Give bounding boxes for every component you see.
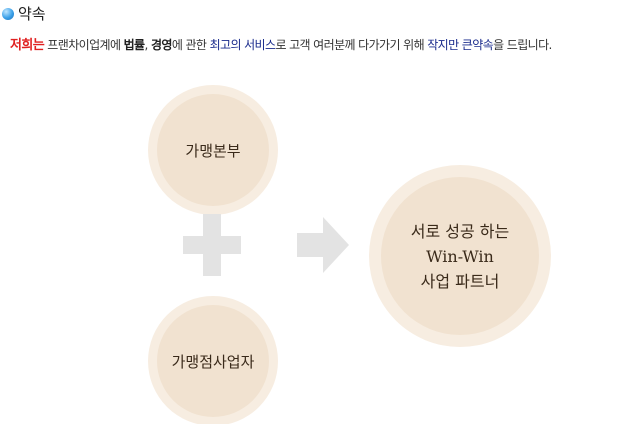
promise-highlight-promise: 작지만 큰약속: [427, 38, 494, 52]
arrow-right-icon: [297, 217, 349, 273]
promise-text-4: 로 고객 여러분께 다가가기 위해: [275, 38, 428, 52]
promise-text-3: 에 관한: [171, 38, 210, 52]
promise-text-2: ,: [144, 38, 151, 52]
franchise-hq-circle: 가맹본부: [148, 85, 278, 215]
promise-statement: 저희는 프랜차이업계에 법률, 경영에 관한 최고의 서비스로 고객 여러분께 …: [10, 34, 552, 53]
promise-keyword-law: 법률: [123, 38, 145, 52]
franchisee-inner: 가맹점사업자: [157, 305, 269, 417]
partner-line-1: 서로 성공 하는: [410, 221, 510, 241]
section-title: 약속: [18, 5, 46, 23]
franchisee-circle: 가맹점사업자: [148, 296, 278, 424]
franchisee-label: 가맹점사업자: [171, 352, 255, 371]
promise-text-1: 프랜차이업계에: [44, 38, 124, 52]
promise-keyword-management: 경영: [150, 38, 172, 52]
franchise-hq-inner: 가맹본부: [157, 94, 269, 206]
franchise-hq-label: 가맹본부: [185, 141, 241, 160]
partner-line-2: Win-Win: [426, 246, 494, 266]
promise-text-5: 을 드립니다.: [493, 38, 552, 52]
plus-icon: [183, 214, 241, 276]
win-win-partner-circle: 서로 성공 하는 Win-Win 사업 파트너: [369, 165, 551, 347]
promise-highlight-service: 최고의 서비스: [209, 38, 276, 52]
promise-lead: 저희는: [10, 38, 45, 53]
section-heading: 약속: [2, 3, 46, 24]
win-win-partner-inner: 서로 성공 하는 Win-Win 사업 파트너: [381, 177, 539, 335]
partner-line-3: 사업 파트너: [420, 271, 500, 291]
circle-bullet-icon: [2, 7, 14, 20]
